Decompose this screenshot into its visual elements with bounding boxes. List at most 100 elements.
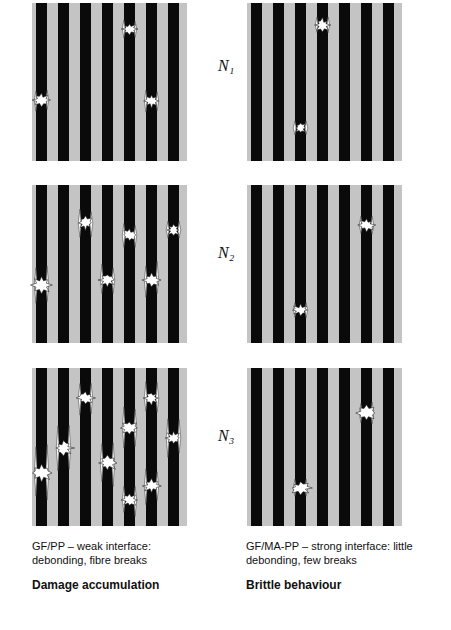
matrix-ground — [247, 185, 402, 343]
composite-panel — [247, 3, 402, 161]
fibre-break — [99, 455, 117, 470]
glass-fibre — [58, 3, 69, 161]
damage-site — [99, 443, 117, 487]
caption-heading: Damage accumulation — [32, 578, 202, 593]
glass-fibre — [36, 3, 47, 161]
fibre-break — [296, 123, 306, 132]
glass-fibre — [361, 3, 372, 161]
glass-fibre — [146, 368, 157, 526]
cycle-label: N₃ — [218, 426, 234, 446]
fibre-break — [30, 276, 52, 293]
fibre-break — [76, 392, 95, 404]
matrix-ground — [247, 368, 402, 526]
damage-site — [120, 407, 137, 448]
glass-fibre — [80, 3, 91, 161]
cycle-label: N₂ — [218, 243, 234, 263]
fibre-break — [120, 422, 137, 434]
damage-site — [122, 223, 137, 247]
damage-site — [165, 419, 180, 458]
glass-fibre — [317, 368, 328, 526]
composite-panel — [32, 368, 187, 526]
fibre-break — [121, 494, 137, 506]
fibre-break — [315, 18, 331, 32]
glass-fibre — [36, 368, 47, 526]
glass-fibre — [295, 368, 306, 526]
fibre-break — [121, 24, 138, 35]
glass-fibre — [295, 3, 306, 161]
fibre-break — [358, 219, 376, 232]
fibre-break — [293, 304, 308, 316]
glass-fibre — [168, 368, 179, 526]
composite-panel — [32, 3, 187, 161]
fibre-break — [78, 216, 91, 231]
fibre-break — [32, 93, 50, 107]
composite-panel — [247, 185, 402, 343]
debond-crack — [178, 419, 181, 453]
fibre-break — [292, 482, 312, 495]
cycle-label: N₁ — [218, 56, 234, 76]
matrix-ground — [32, 185, 187, 343]
glass-fibre — [36, 185, 47, 343]
damage-site — [98, 264, 115, 293]
damage-site — [30, 266, 52, 303]
glass-fibre — [383, 3, 394, 161]
glass-fibre — [339, 3, 350, 161]
glass-fibre — [80, 185, 91, 343]
glass-fibre — [295, 185, 306, 343]
glass-fibre — [273, 3, 284, 161]
damage-site — [144, 90, 159, 112]
glass-fibre — [146, 185, 157, 343]
glass-fibre — [361, 185, 372, 343]
glass-fibre — [339, 185, 350, 343]
damage-site — [293, 303, 308, 318]
damage-site — [78, 209, 93, 237]
damage-site — [142, 469, 161, 505]
damage-site — [315, 17, 331, 33]
damage-site — [121, 20, 138, 38]
damage-site — [143, 382, 159, 413]
glass-fibre — [102, 3, 113, 161]
glass-fibre — [168, 185, 179, 343]
fibre-break — [33, 464, 52, 482]
damage-site — [142, 261, 161, 297]
glass-fibre — [361, 368, 372, 526]
glass-fibre — [251, 3, 262, 161]
damage-site — [121, 486, 137, 516]
debond-crack — [90, 212, 93, 237]
damage-site — [358, 216, 376, 234]
fibre-break — [142, 479, 161, 493]
glass-fibre — [317, 185, 328, 343]
matrix-ground — [247, 3, 402, 161]
composite-panel — [32, 185, 187, 343]
fibre-break — [142, 273, 161, 287]
glass-fibre — [251, 185, 262, 343]
fibre-break — [143, 393, 158, 405]
glass-fibre — [383, 368, 394, 526]
glass-fibre — [273, 185, 284, 343]
caption-text: GF/MA-PP – strong interface: little debo… — [246, 540, 414, 568]
glass-fibre — [273, 368, 284, 526]
glass-fibre — [124, 185, 135, 343]
damage-site — [356, 402, 375, 424]
debond-crack — [144, 382, 147, 412]
damage-site — [293, 121, 308, 135]
damage-site — [32, 90, 50, 111]
fibre-break — [165, 431, 179, 443]
damage-site — [292, 479, 312, 496]
composite-panel — [247, 368, 402, 526]
debond-crack — [78, 384, 81, 416]
glass-fibre — [58, 185, 69, 343]
glass-fibre — [251, 368, 262, 526]
damage-site — [166, 221, 181, 238]
glass-fibre — [102, 368, 113, 526]
fibre-break — [167, 224, 179, 235]
caption-text: GF/PP – weak interface: debonding, fibre… — [32, 540, 200, 568]
fibre-break — [144, 95, 159, 108]
damage-site — [76, 383, 95, 415]
matrix-ground — [32, 368, 187, 526]
damage-site — [33, 445, 52, 500]
caption-heading: Brittle behaviour — [246, 578, 416, 593]
glass-fibre — [146, 3, 157, 161]
fibre-break — [56, 440, 75, 455]
